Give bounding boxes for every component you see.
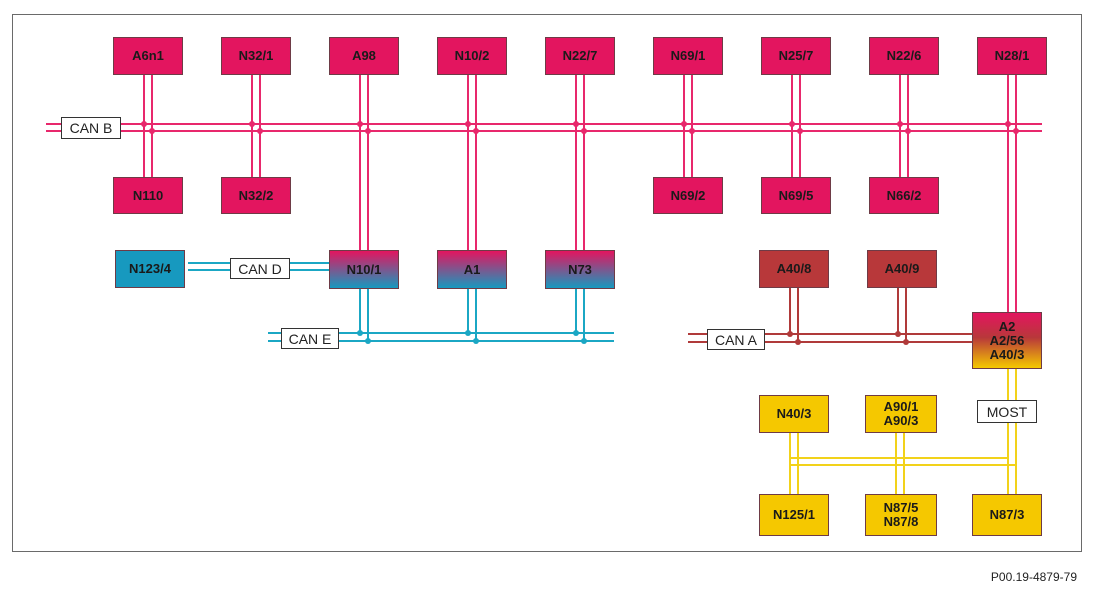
bus-junction bbox=[1013, 128, 1019, 134]
bus-junction bbox=[249, 121, 255, 127]
module-n32-1: N32/1 bbox=[221, 37, 291, 75]
module-label: A2/56 bbox=[989, 332, 1025, 348]
diagram-frame bbox=[12, 14, 1082, 552]
bus-junction bbox=[573, 330, 579, 336]
module-label: N123/4 bbox=[129, 261, 171, 276]
module-label: N87/5 bbox=[883, 500, 919, 515]
module-label: A2 bbox=[998, 318, 1016, 334]
bus-junction bbox=[357, 330, 363, 336]
module-label: A40/9 bbox=[884, 261, 920, 276]
bus-junction bbox=[465, 121, 471, 127]
bus-junction bbox=[897, 121, 903, 127]
bus-junction bbox=[681, 121, 687, 127]
module-n22-6: N22/6 bbox=[869, 37, 939, 75]
module-label: N110 bbox=[132, 187, 164, 203]
module-label: N66/2 bbox=[886, 187, 922, 203]
module-n69-2: N69/2 bbox=[653, 177, 723, 214]
bus-junction bbox=[141, 121, 147, 127]
module-label: N73 bbox=[568, 261, 592, 277]
bus-junction bbox=[149, 128, 155, 134]
module-label: A40/8 bbox=[776, 261, 812, 276]
can-a-label: CAN A bbox=[707, 329, 765, 350]
module-label: N10/2 bbox=[454, 48, 490, 63]
module-label: N87/8 bbox=[883, 514, 919, 529]
module-n73: N73 bbox=[545, 250, 615, 289]
bus-junction bbox=[473, 338, 479, 344]
module-label: A1 bbox=[463, 261, 481, 277]
module-n32-2: N32/2 bbox=[221, 177, 291, 214]
most-label: MOST bbox=[977, 400, 1037, 423]
module-label: N25/7 bbox=[778, 48, 814, 63]
module-label: A98 bbox=[352, 48, 376, 63]
bus-junction bbox=[895, 331, 901, 337]
module-n66-2: N66/2 bbox=[869, 177, 939, 214]
module-a6n1: A6n1 bbox=[113, 37, 183, 75]
bus-junction bbox=[795, 339, 801, 345]
module-n10-1: N10/1 bbox=[329, 250, 399, 289]
module-n69-5: N69/5 bbox=[761, 177, 831, 214]
bus-junction bbox=[581, 338, 587, 344]
bus-junction bbox=[903, 339, 909, 345]
module-label: N69/1 bbox=[670, 48, 706, 63]
can-e-label: CAN E bbox=[281, 328, 339, 349]
module-label: N32/2 bbox=[238, 187, 274, 203]
bus-junction bbox=[473, 128, 479, 134]
module-n28-1: N28/1 bbox=[977, 37, 1047, 75]
module-n25-7: N25/7 bbox=[761, 37, 831, 75]
bus-junction bbox=[365, 338, 371, 344]
bus-junction bbox=[905, 128, 911, 134]
module-n123-4: N123/4 bbox=[115, 250, 185, 288]
can-b-label: CAN B bbox=[61, 117, 121, 139]
bus-junction bbox=[787, 331, 793, 337]
figure-reference: P00.19-4879-79 bbox=[990, 570, 1077, 584]
bus-junction bbox=[797, 128, 803, 134]
module-label: A90/3 bbox=[883, 413, 919, 428]
bus-junction bbox=[257, 128, 263, 134]
module-label: N22/7 bbox=[562, 48, 598, 63]
module-n87-3: N87/3 bbox=[972, 494, 1042, 536]
module-label: A40/3 bbox=[989, 346, 1025, 362]
can-d-label: CAN D bbox=[230, 258, 290, 279]
module-label: N22/6 bbox=[886, 48, 922, 63]
bus-junction bbox=[789, 121, 795, 127]
module-label: N32/1 bbox=[238, 48, 274, 63]
bus-junction bbox=[581, 128, 587, 134]
module-label: N69/2 bbox=[670, 187, 706, 203]
module-n40-3: N40/3 bbox=[759, 395, 829, 433]
module-n10-2: N10/2 bbox=[437, 37, 507, 75]
module-a40-9: A40/9 bbox=[867, 250, 937, 288]
bus-junction bbox=[573, 121, 579, 127]
module-label: A6n1 bbox=[132, 48, 164, 63]
module-n110: N110 bbox=[113, 177, 183, 214]
bus-junction bbox=[689, 128, 695, 134]
module-a1: A1 bbox=[437, 250, 507, 289]
module-label: N40/3 bbox=[776, 406, 812, 421]
bus-junction bbox=[357, 121, 363, 127]
module-n69-1: N69/1 bbox=[653, 37, 723, 75]
module-label: N125/1 bbox=[773, 507, 815, 522]
module-a98: A98 bbox=[329, 37, 399, 75]
bus-junction bbox=[365, 128, 371, 134]
module-n22-7: N22/7 bbox=[545, 37, 615, 75]
bus-junction bbox=[465, 330, 471, 336]
module-a40-8: A40/8 bbox=[759, 250, 829, 288]
module-label: A90/1 bbox=[883, 399, 919, 414]
bus-junction bbox=[1005, 121, 1011, 127]
module-label: N28/1 bbox=[994, 48, 1030, 63]
module-n125-1: N125/1 bbox=[759, 494, 829, 536]
module-label: N69/5 bbox=[778, 187, 814, 203]
module-label: N87/3 bbox=[989, 507, 1025, 522]
module-label: N10/1 bbox=[346, 261, 382, 277]
